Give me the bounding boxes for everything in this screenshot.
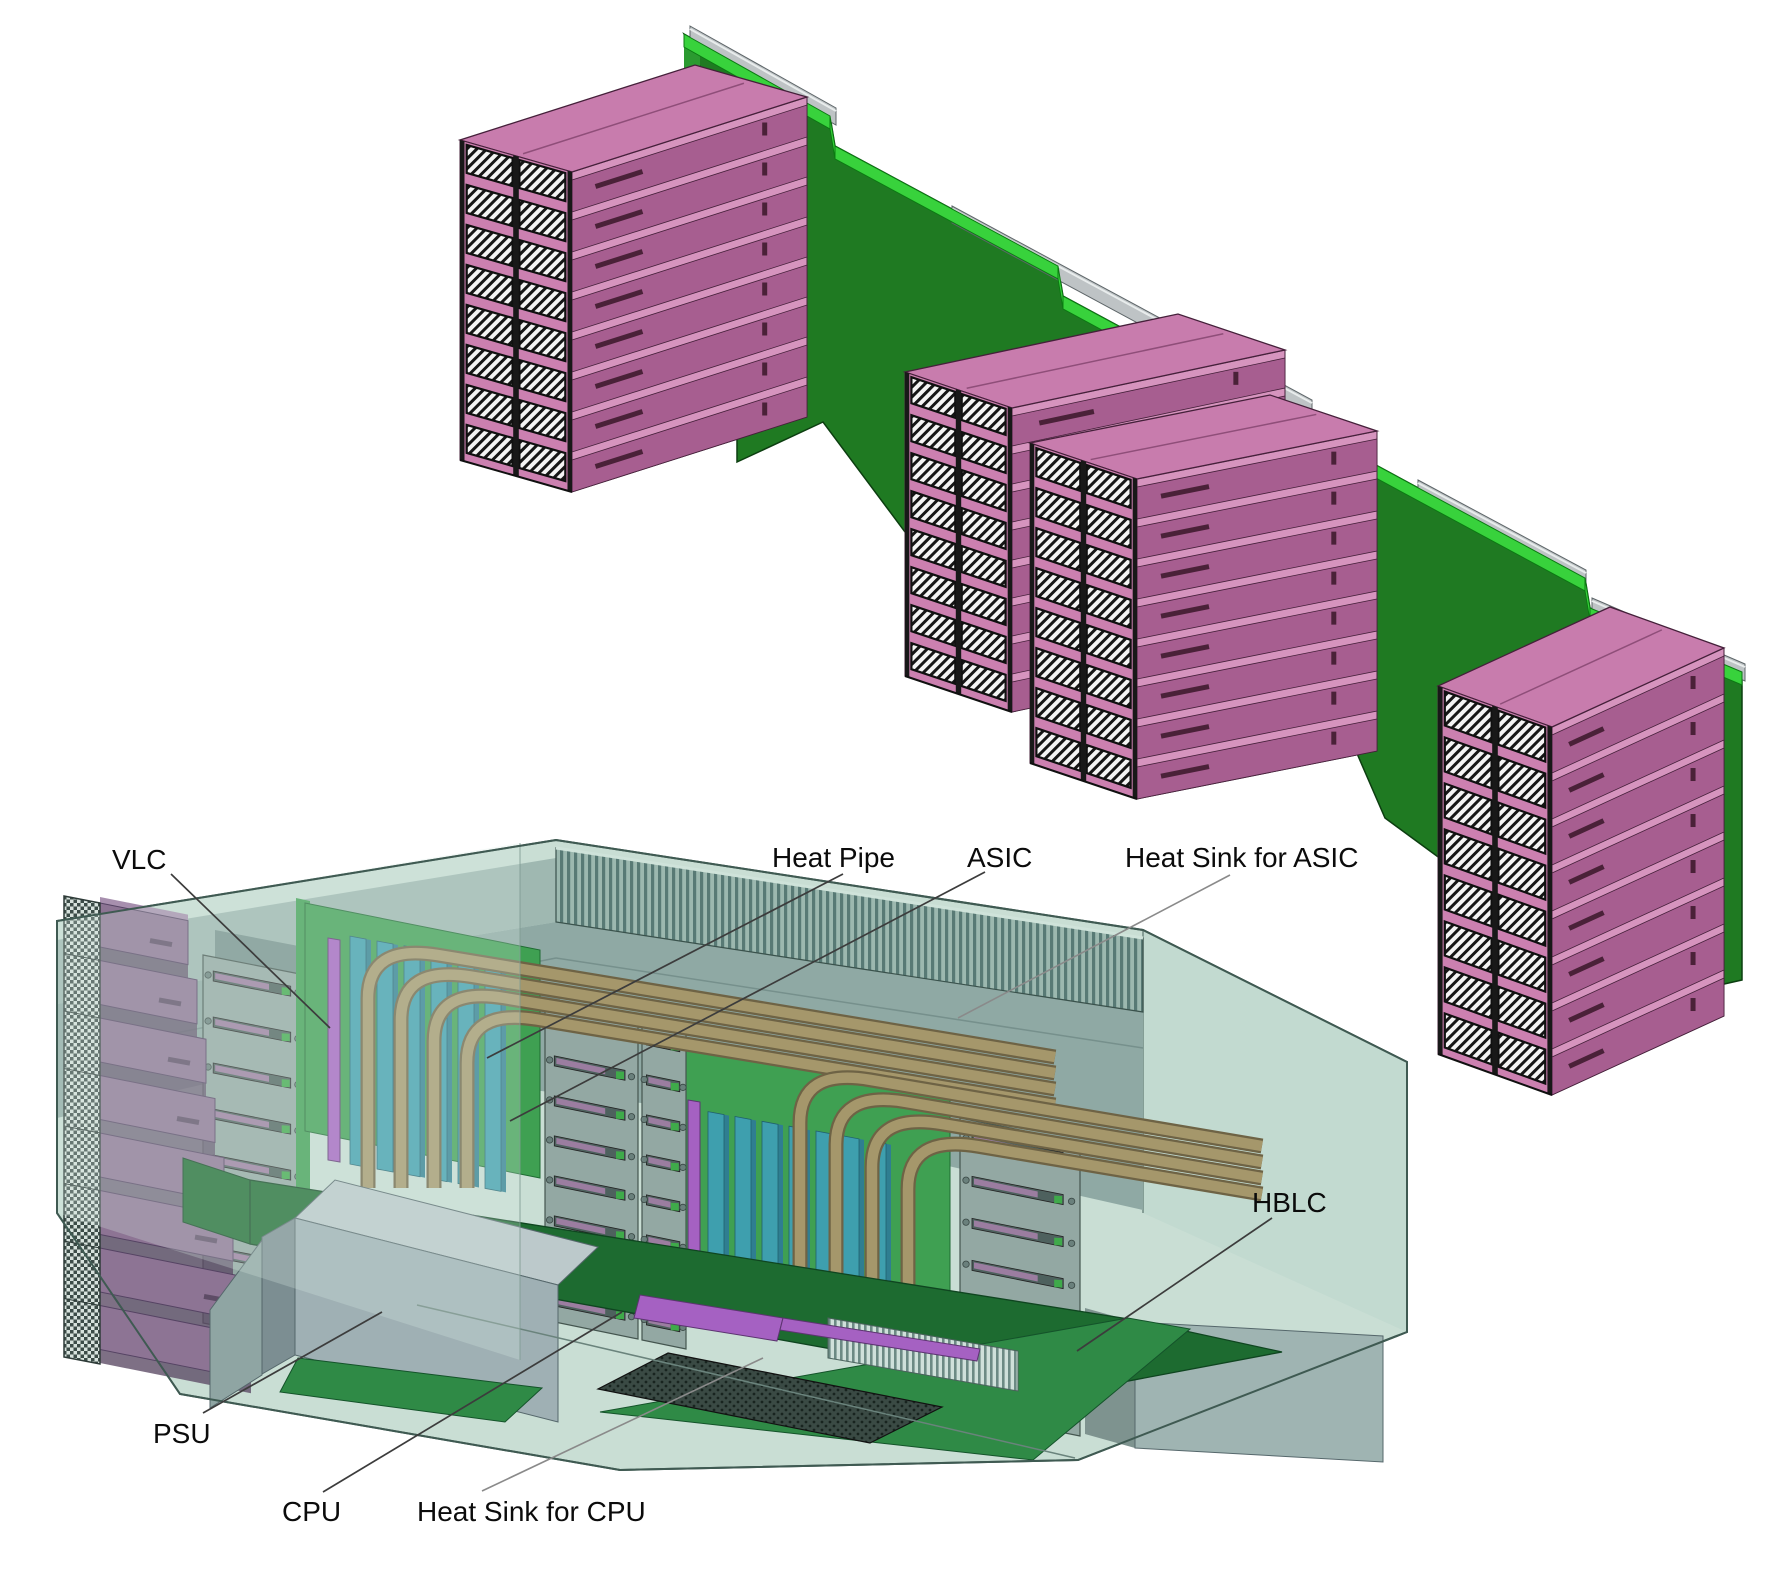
label-psu: PSU xyxy=(153,1418,211,1449)
leader-heat-sink-asic xyxy=(957,874,1231,1019)
label-heat-sink-asic: Heat Sink for ASIC xyxy=(1125,842,1358,873)
leader-heat-sink-cpu xyxy=(481,1357,764,1492)
label-heat-pipe: Heat Pipe xyxy=(772,842,895,873)
asic-heatsink-fins xyxy=(555,846,1144,1013)
backplane-assembly xyxy=(457,25,1746,1096)
floor-details xyxy=(209,1238,1192,1461)
leader-cpu xyxy=(322,1311,623,1493)
optical-module-stack-left xyxy=(457,64,810,493)
vlc-module-stack xyxy=(63,895,252,1394)
heat-pipes xyxy=(360,945,1264,1285)
leader-asic xyxy=(509,871,986,1122)
label-hblc: HBLC xyxy=(1252,1187,1327,1218)
leader-heat-pipe xyxy=(486,873,844,1059)
cpu-heatsink-mesh xyxy=(596,1352,944,1444)
optical-module-stack-right xyxy=(1436,606,1726,1096)
leader-hblc xyxy=(1076,1217,1273,1352)
annotations: VLC Heat Pipe ASIC Heat Sink for ASIC HB… xyxy=(112,842,1358,1527)
leader-psu xyxy=(202,1311,383,1414)
label-heat-sink-cpu: Heat Sink for CPU xyxy=(417,1496,646,1527)
leader-vlc xyxy=(170,873,331,1029)
label-asic: ASIC xyxy=(967,842,1032,873)
chassis-glass xyxy=(56,838,1408,1472)
label-vlc: VLC xyxy=(112,844,166,875)
label-cpu: CPU xyxy=(282,1496,341,1527)
optical-module-stack-middle-front xyxy=(1027,394,1380,800)
chassis-cutaway xyxy=(56,838,1408,1472)
